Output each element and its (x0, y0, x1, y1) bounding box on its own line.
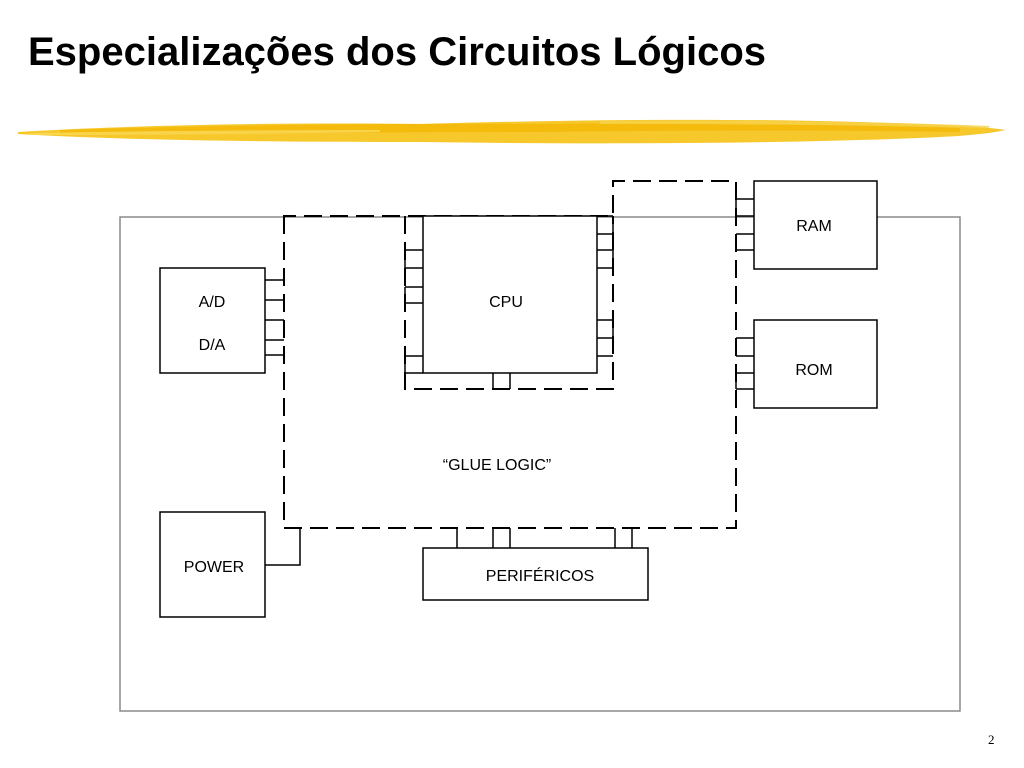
cpu-block: CPU (404, 215, 614, 389)
glue-logic-region (283, 180, 737, 529)
ad-da-converter-block: A/D D/A (159, 267, 284, 374)
ram-label: RAM (796, 218, 832, 235)
ad-label: A/D (199, 294, 226, 311)
power-block: POWER (159, 511, 301, 618)
yellow-brush-stroke (18, 119, 1006, 144)
cpu-label: CPU (489, 294, 523, 311)
peripherals-block: PERIFÉRICOS (422, 528, 649, 601)
power-label: POWER (184, 559, 244, 576)
peripherals-label: PERIFÉRICOS (486, 566, 594, 585)
da-label: D/A (199, 337, 226, 354)
ram-block: RAM (735, 180, 878, 270)
glue-logic-label: “GLUE LOGIC” (443, 457, 551, 474)
slide-title: Especializações dos Circuitos Lógicos (28, 30, 767, 74)
page-number: 2 (988, 732, 995, 747)
rom-block: ROM (735, 319, 878, 409)
rom-label: ROM (795, 362, 832, 379)
